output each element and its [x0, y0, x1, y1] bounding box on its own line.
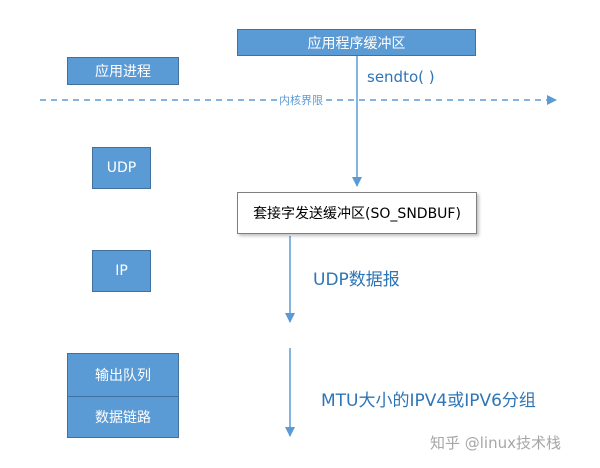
app-process-label: 应用进程	[95, 64, 151, 80]
ip-box: IP	[92, 250, 151, 292]
kernel-boundary-label: 内核界限	[277, 92, 325, 108]
mtu-packets-label: MTU大小的IPV4或IPV6分组	[321, 391, 536, 411]
app-buffer-label: 应用程序缓冲区	[307, 35, 406, 52]
udp-box: UDP	[92, 147, 151, 189]
app-process-box: 应用进程	[67, 57, 179, 85]
socket-send-buffer-label: 套接字发送缓冲区(SO_SNDBUF)	[253, 206, 461, 222]
sendto-label: sendto( )	[367, 68, 435, 86]
udp-label: UDP	[106, 160, 137, 176]
data-link-box: 数据链路	[67, 396, 179, 438]
output-queue-box: 输出队列	[67, 353, 179, 397]
app-buffer-box: 应用程序缓冲区	[237, 29, 476, 56]
udp-datagram-label: UDP数据报	[313, 270, 400, 290]
watermark-text: 知乎 @linux技术栈	[430, 434, 561, 452]
socket-send-buffer-box: 套接字发送缓冲区(SO_SNDBUF)	[237, 192, 477, 234]
output-queue-label: 输出队列	[95, 368, 151, 384]
ip-label: IP	[115, 263, 128, 279]
data-link-label: 数据链路	[95, 410, 151, 426]
